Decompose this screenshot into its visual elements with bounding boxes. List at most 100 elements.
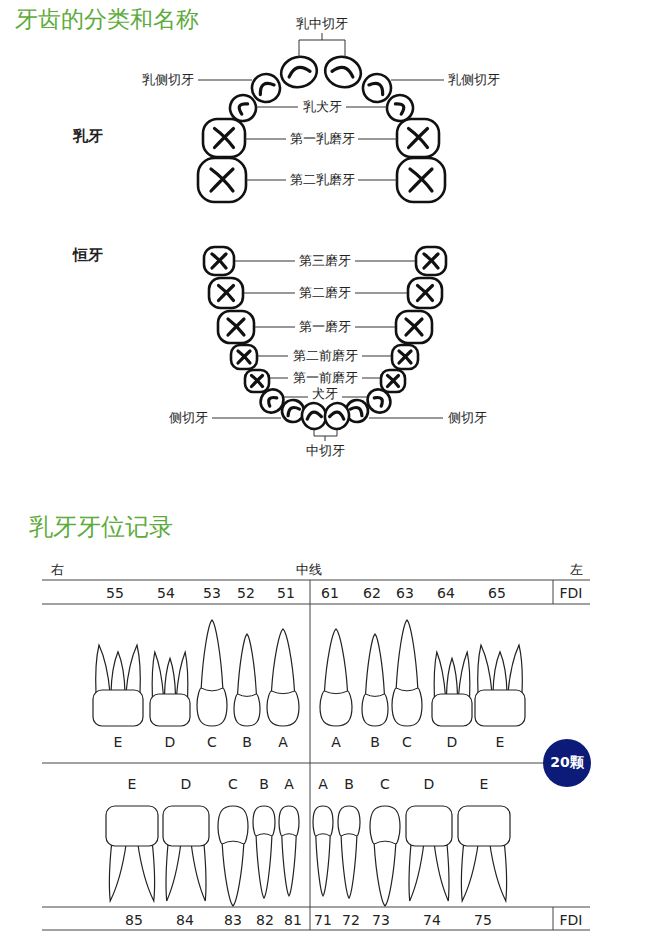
arch-tooth (323, 401, 351, 431)
tooth-drawing (150, 652, 190, 726)
cej-line (366, 694, 385, 696)
tooth-letter: E (113, 734, 124, 750)
arch-tooth (396, 311, 432, 343)
tooth-edge (237, 101, 248, 114)
tooth-letter: C (227, 776, 239, 792)
leader-line (362, 356, 391, 357)
tooth-root (446, 658, 457, 697)
tooth-groove (418, 286, 433, 301)
cej-line (256, 834, 272, 836)
tooth-outline (338, 806, 360, 898)
tooth-edge (369, 80, 386, 95)
tooth-outline (362, 634, 388, 726)
tooth-drawing (338, 806, 360, 898)
count-badge: 20颗 (543, 739, 591, 787)
tooth-name: 第一前磨牙 (292, 371, 359, 386)
tooth-letter: E (479, 776, 490, 792)
arch-tooth (204, 247, 234, 275)
fdi-number: 74 (422, 912, 442, 928)
tooth-letter: D (423, 776, 436, 792)
tooth-root (478, 645, 492, 693)
tooth-outline (234, 634, 260, 726)
bracket-line (314, 430, 337, 441)
tooth-outline (392, 345, 418, 369)
tooth-letter: D (180, 776, 193, 792)
table-rule (42, 907, 590, 908)
tooth-crown (458, 806, 510, 846)
tooth-root (409, 843, 424, 901)
tooth-drawing (392, 620, 422, 726)
tooth-edge (374, 395, 385, 406)
tooth-groove (406, 319, 422, 335)
tooth-drawing (234, 634, 260, 726)
tooth-name: 侧切牙 (168, 411, 209, 426)
leader-line (284, 397, 308, 398)
tooth-crown (475, 690, 525, 726)
tooth-name: 第二磨牙 (298, 286, 352, 301)
dentition-label: 乳牙 (72, 128, 104, 145)
leader-line (391, 80, 444, 81)
tooth-outline (203, 119, 245, 157)
tooth-letter: B (369, 734, 381, 750)
leader-line (246, 180, 286, 181)
fdi-number: 82 (255, 912, 275, 928)
tooth-outline (253, 806, 275, 898)
tooth-outline (313, 806, 333, 896)
tooth-root (111, 652, 125, 693)
arch-tooth (322, 53, 365, 91)
fdi-number: 62 (362, 585, 382, 601)
column-header: FDI (559, 912, 584, 928)
tooth-root (493, 652, 507, 693)
fdi-number: 52 (236, 585, 256, 601)
tooth-name: 第一磨牙 (298, 320, 352, 335)
tooth-crown (106, 806, 158, 846)
tooth-outline (198, 158, 246, 202)
arch-tooth (198, 158, 246, 202)
tooth-groove (228, 319, 244, 335)
tooth-outline (370, 806, 400, 906)
tooth-root (191, 843, 206, 901)
tooth-crown (150, 694, 190, 726)
arch-tooth (381, 370, 405, 392)
leader-line (256, 107, 298, 108)
tooth-drawing (218, 806, 248, 906)
tooth-letter: A (283, 776, 295, 792)
tooth-drawing (106, 806, 158, 901)
tooth-groove (409, 129, 428, 148)
leader-line (235, 261, 295, 262)
tooth-letter: A (317, 776, 329, 792)
table-rule (553, 907, 554, 930)
cej-line (282, 834, 296, 836)
tooth-name: 第一乳磨牙 (289, 132, 356, 147)
arch-tooth (278, 53, 321, 91)
cej-line (201, 688, 223, 691)
leader-line (198, 80, 252, 81)
tooth-letter: D (446, 734, 459, 750)
tooth-groove (424, 254, 438, 268)
tooth-edge (330, 411, 345, 419)
tooth-outline (396, 311, 432, 343)
tooth-outline (408, 278, 442, 308)
tooth-crown (163, 806, 209, 846)
tooth-outline (381, 370, 405, 392)
tooth-letter: C (206, 734, 218, 750)
tooth-crown (406, 806, 452, 846)
fdi-number: 73 (371, 912, 391, 928)
tooth-edge (395, 101, 406, 114)
tooth-groove (399, 351, 411, 363)
tooth-drawing (197, 620, 227, 726)
fdi-number: 61 (320, 585, 340, 601)
tooth-name: 第二乳磨牙 (289, 173, 356, 188)
tooth-edge (286, 405, 300, 416)
cej-line (316, 834, 330, 836)
fdi-number: 71 (313, 912, 333, 928)
badge-text: 20颗 (550, 754, 583, 772)
tooth-edge (306, 411, 321, 419)
tooth-edge (287, 65, 310, 77)
fdi-number: 83 (223, 912, 243, 928)
tooth-drawing (253, 806, 275, 898)
tooth-name: 犬牙 (311, 387, 339, 402)
tooth-outline (218, 311, 254, 343)
tooth-name: 乳犬牙 (302, 100, 343, 115)
tooth-root (152, 652, 163, 697)
